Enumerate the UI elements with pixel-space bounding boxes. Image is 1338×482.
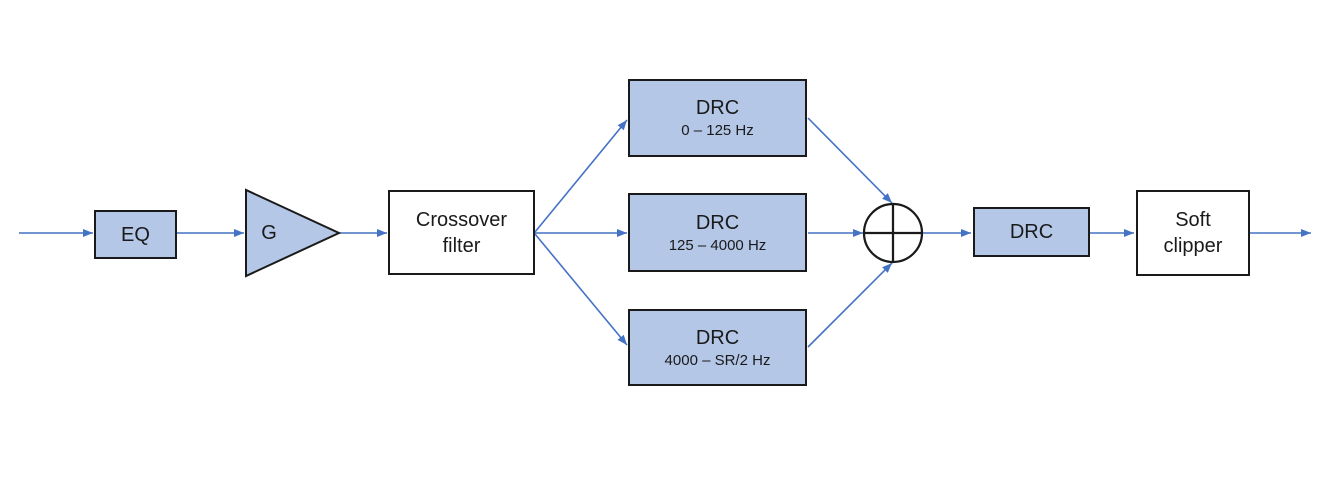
drc-mid-label: DRC (695, 211, 740, 234)
drc-low-range: 0 – 125 Hz (681, 122, 754, 140)
drc-post-block: DRC (973, 207, 1090, 257)
eq-label: EQ (121, 223, 150, 246)
drc-high-label: DRC (695, 326, 740, 349)
summing-junction-icon (862, 202, 924, 264)
arrow-drc-low-to-sum (807, 117, 893, 204)
drc-low-block: DRC 0 – 125 Hz (628, 79, 807, 157)
drc-post-label: DRC (1009, 221, 1054, 243)
gain-label: G (261, 221, 277, 244)
soft-clipper-block: Soft clipper (1136, 190, 1250, 276)
drc-high-block: DRC 4000 – SR/2 Hz (628, 309, 807, 386)
eq-block: EQ (94, 210, 177, 259)
drc-mid-range: 125 – 4000 Hz (668, 236, 767, 254)
crossover-filter-label: Crossover filter (415, 208, 508, 257)
arrow-crossover-to-drc-high (534, 233, 628, 346)
arrow-drc-high-to-sum (807, 262, 893, 348)
drc-high-range: 4000 – SR/2 Hz (664, 351, 771, 369)
crossover-filter-block: Crossover filter (388, 190, 535, 275)
drc-mid-block: DRC 125 – 4000 Hz (628, 193, 807, 272)
soft-clipper-label: Soft clipper (1163, 209, 1223, 257)
arrow-crossover-to-drc-low (534, 119, 628, 233)
drc-low-label: DRC (695, 97, 740, 120)
gain-amplifier-shape (245, 188, 342, 278)
